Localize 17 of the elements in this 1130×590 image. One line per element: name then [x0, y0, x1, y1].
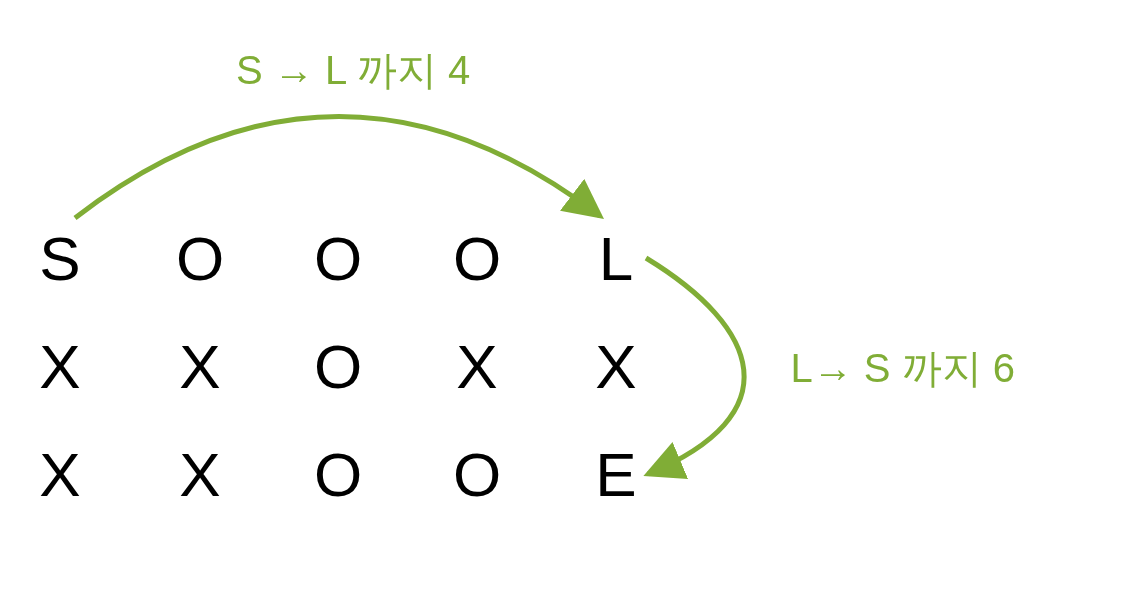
grid-letter: L: [586, 218, 646, 298]
grid-letter: X: [170, 326, 230, 406]
grid-letter: O: [447, 434, 507, 514]
grid-letter: O: [308, 326, 368, 406]
arrow: [643, 255, 747, 477]
grid-letter: E: [586, 434, 646, 514]
grid-letter: O: [447, 218, 507, 298]
grid-letter: X: [30, 434, 90, 514]
grid-letter: X: [30, 326, 90, 406]
grid-letter: X: [586, 326, 646, 406]
grid-letter: O: [308, 434, 368, 514]
grid-letter: O: [308, 218, 368, 298]
grid-letter: O: [170, 218, 230, 298]
grid-letter: S: [30, 218, 90, 298]
grid-letter: X: [447, 326, 507, 406]
arrow: [73, 114, 605, 221]
grid-letter: X: [170, 434, 230, 514]
